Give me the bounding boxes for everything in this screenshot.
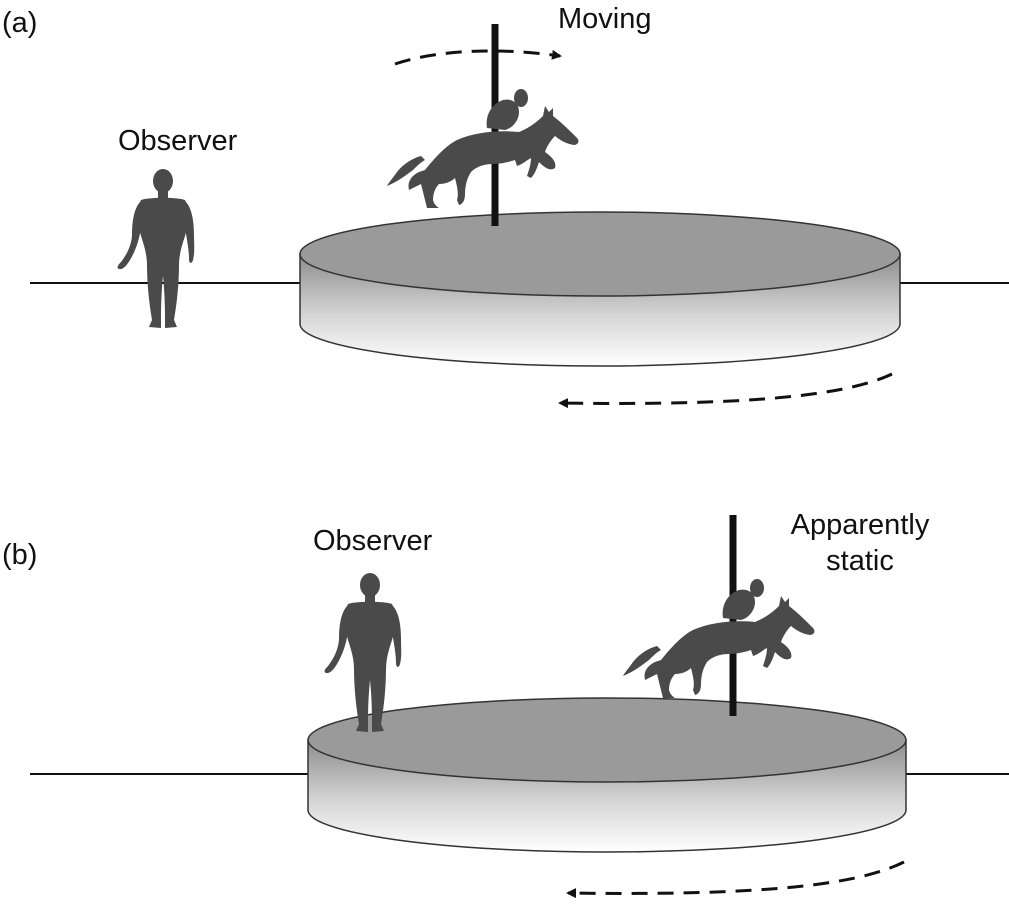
platform-top bbox=[300, 212, 900, 296]
panel-a-label: (a) bbox=[2, 6, 37, 40]
apparently-static-label-line2: static bbox=[770, 544, 950, 578]
panel-a bbox=[30, 24, 1009, 403]
human-silhouette-icon bbox=[118, 169, 195, 328]
human-silhouette-icon bbox=[325, 573, 402, 732]
dashed-rotation-arrow-icon bbox=[560, 374, 892, 403]
horse-and-rider-icon bbox=[623, 579, 814, 698]
panel-b-label: (b) bbox=[2, 538, 37, 572]
dashed-rotation-arrow-icon bbox=[568, 862, 904, 893]
apparently-static-label-line1: Apparently bbox=[770, 508, 950, 542]
observer-label-b: Observer bbox=[313, 524, 432, 558]
observer-label-a: Observer bbox=[118, 124, 237, 158]
dashed-rotation-arrow-icon bbox=[395, 51, 560, 64]
platform-top bbox=[308, 698, 906, 782]
horse-and-rider-icon bbox=[387, 89, 578, 208]
moving-label: Moving bbox=[558, 2, 652, 36]
